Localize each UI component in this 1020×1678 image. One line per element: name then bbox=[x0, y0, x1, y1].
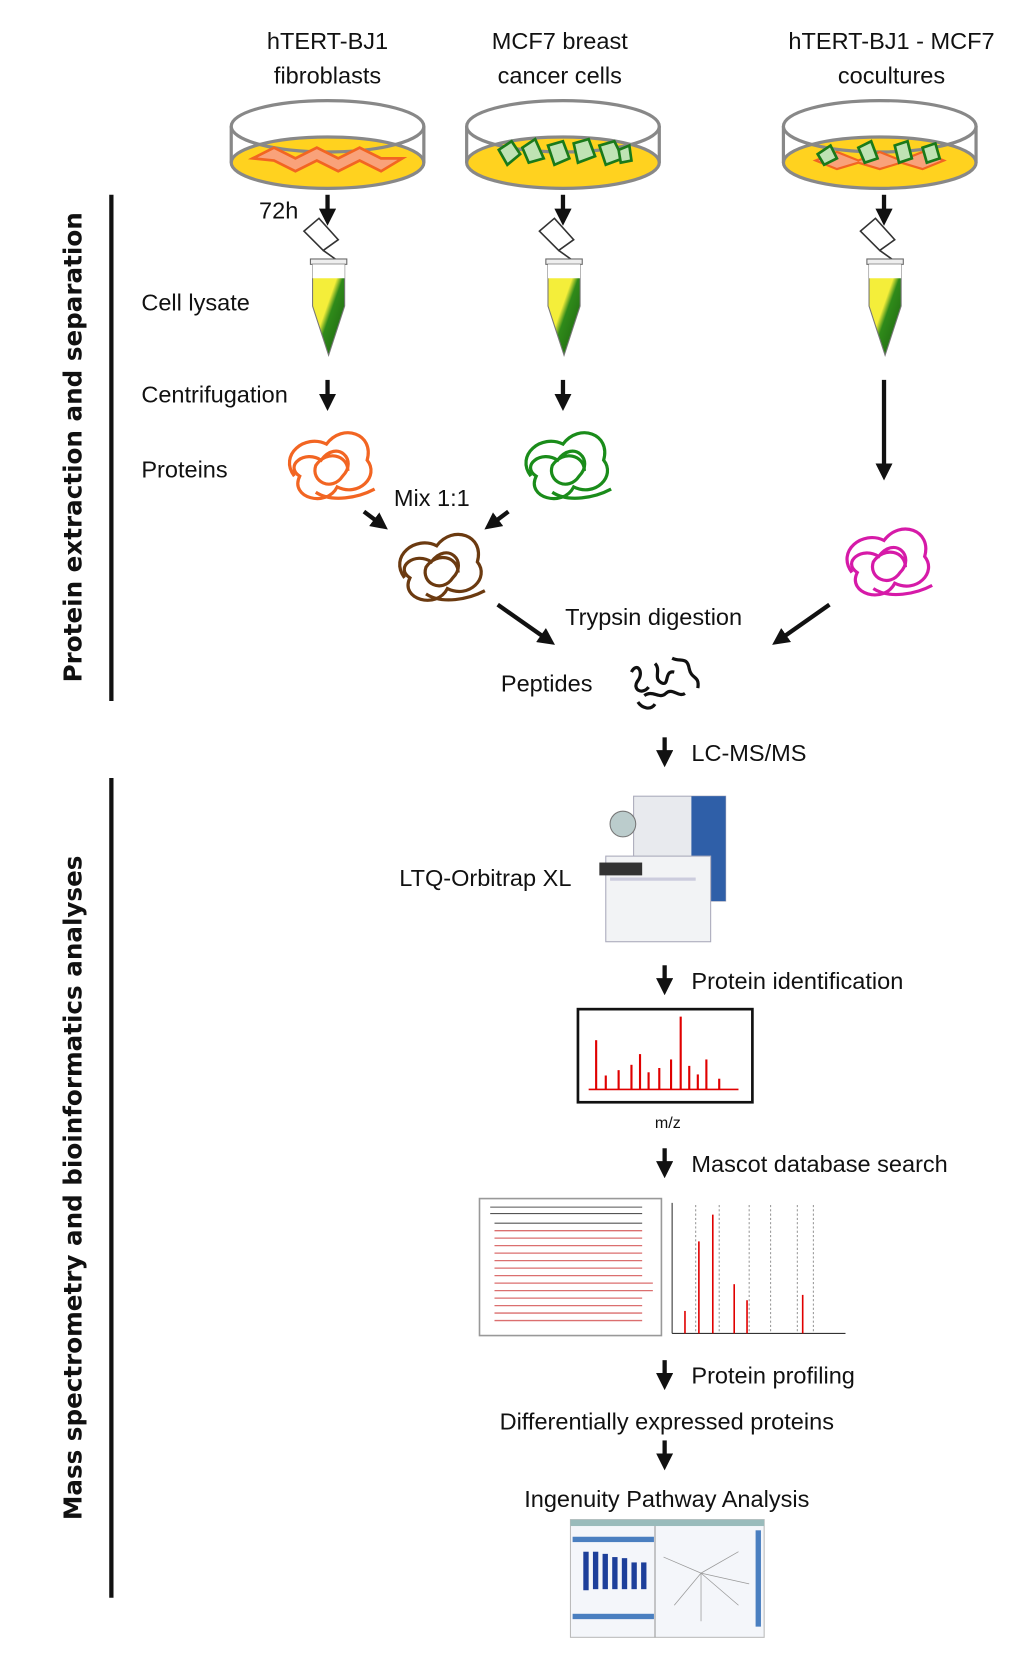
arrow-diagonal-icon bbox=[362, 509, 388, 530]
arrow-diagonal-icon bbox=[484, 509, 510, 530]
centrifugation-label: Centrifugation bbox=[141, 381, 288, 407]
column-mcf7: MCF7 breast cancer cells bbox=[492, 28, 628, 88]
mass-spectrometer-image bbox=[599, 795, 727, 943]
column-title-line2: cocultures bbox=[838, 62, 945, 88]
peptides-label: Peptides bbox=[501, 670, 593, 696]
peptides-icon bbox=[630, 656, 700, 710]
lcms-label: LC-MS/MS bbox=[691, 740, 806, 766]
mz-label: m/z bbox=[655, 1114, 681, 1132]
column-title-line2: fibroblasts bbox=[274, 62, 381, 88]
lysate-tube-coculture bbox=[859, 217, 905, 357]
mascot-label: Mascot database search bbox=[691, 1151, 947, 1177]
mascot-results-table-image bbox=[478, 1197, 663, 1337]
protein-tangle-coculture bbox=[845, 527, 934, 597]
column-title-line2: cancer cells bbox=[498, 62, 622, 88]
lysate-tube-fibroblasts bbox=[303, 217, 348, 357]
column-fibroblasts: hTERT-BJ1 fibroblasts bbox=[267, 28, 388, 88]
section-label-analysis: Mass spectrometry and bioinformatics ana… bbox=[58, 856, 87, 1521]
lysate-tube-mcf7 bbox=[538, 217, 584, 357]
protein-tangle-mcf7 bbox=[524, 431, 613, 501]
protein-tangle-mix bbox=[398, 532, 487, 602]
ms-ms-spectrum-image bbox=[671, 1202, 846, 1334]
mix-label: Mix 1:1 bbox=[394, 485, 470, 511]
proteins-label: Proteins bbox=[141, 456, 227, 482]
identification-label: Protein identification bbox=[691, 968, 903, 994]
column-title-line1: hTERT-BJ1 - MCF7 bbox=[788, 28, 994, 54]
dep-label: Differentially expressed proteins bbox=[500, 1409, 834, 1435]
petri-dish-mcf7 bbox=[465, 98, 661, 190]
ipa-screenshot-image bbox=[569, 1519, 765, 1638]
column-title-line1: MCF7 breast bbox=[492, 28, 628, 54]
section-label-extraction: Protein extraction and separation bbox=[58, 212, 87, 682]
petri-dish-coculture bbox=[781, 98, 978, 190]
trypsin-label: Trypsin digestion bbox=[565, 604, 742, 630]
arrow-diagonal-icon bbox=[496, 602, 555, 645]
flow-arrows bbox=[318, 194, 893, 1471]
petri-dish-fibroblasts bbox=[229, 98, 426, 190]
arrow-diagonal-icon bbox=[772, 602, 831, 645]
protein-tangle-fibroblasts bbox=[287, 431, 377, 501]
profiling-label: Protein profiling bbox=[691, 1363, 855, 1389]
ipa-label: Ingenuity Pathway Analysis bbox=[524, 1486, 809, 1512]
cell-lysate-label: Cell lysate bbox=[141, 289, 250, 315]
column-coculture: hTERT-BJ1 - MCF7 cocultures bbox=[788, 28, 994, 88]
incubation-label: 72h bbox=[259, 197, 298, 223]
column-title-line1: hTERT-BJ1 bbox=[267, 28, 388, 54]
mass-spectrum-box bbox=[576, 1007, 754, 1104]
instrument-label: LTQ-Orbitrap XL bbox=[399, 865, 571, 891]
